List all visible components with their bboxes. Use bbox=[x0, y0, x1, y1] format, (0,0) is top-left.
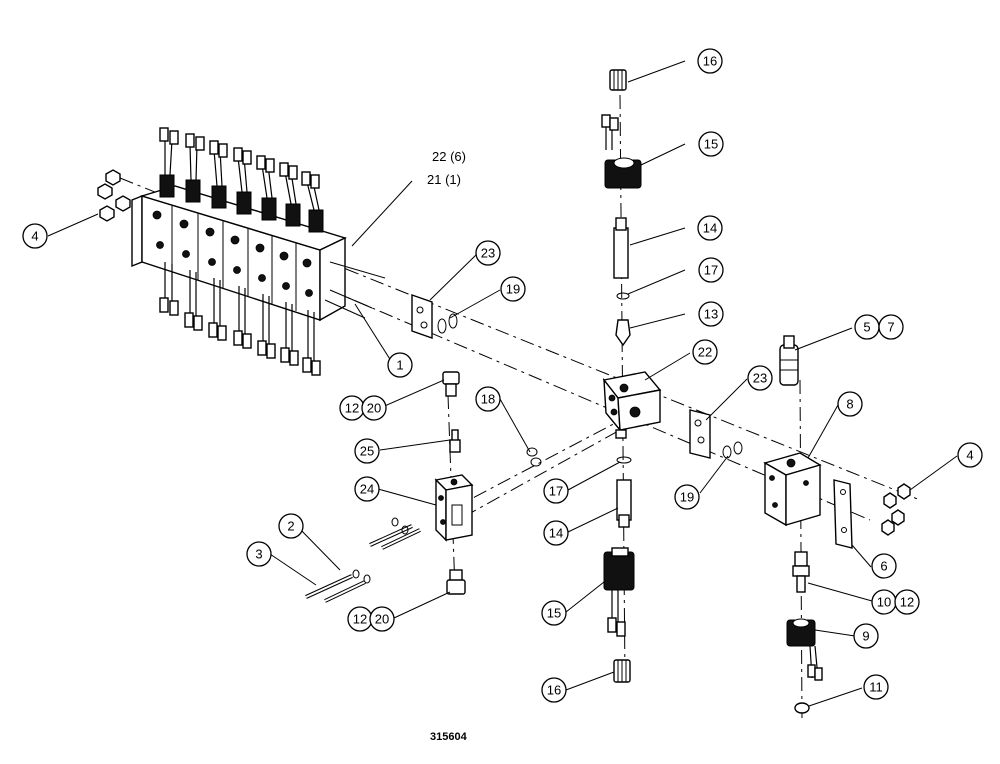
callout-20-bottom: 20 bbox=[369, 606, 395, 632]
svg-text:3: 3 bbox=[255, 547, 262, 562]
callouts: 4 22 (6) 21 (1) 1 23 19 16 15 14 17 13 2… bbox=[22, 48, 983, 703]
svg-text:18: 18 bbox=[481, 392, 495, 407]
nuts-right bbox=[881, 483, 911, 536]
o-rings-19-left bbox=[437, 313, 458, 334]
callout-19-right: 19 bbox=[674, 484, 700, 510]
cartridge-10-12 bbox=[792, 551, 810, 593]
svg-text:14: 14 bbox=[549, 526, 563, 541]
callout-4-right: 4 bbox=[957, 442, 983, 468]
gasket-plate-23-left bbox=[411, 294, 433, 339]
svg-text:23: 23 bbox=[753, 371, 767, 386]
svg-text:12: 12 bbox=[353, 612, 367, 627]
block-8 bbox=[763, 452, 822, 527]
svg-text:15: 15 bbox=[547, 606, 561, 621]
callout-12-right: 12 bbox=[894, 589, 920, 615]
valve-bank bbox=[131, 127, 386, 376]
callout-8: 8 bbox=[837, 391, 863, 417]
svg-text:20: 20 bbox=[375, 612, 389, 627]
svg-text:7: 7 bbox=[887, 320, 894, 335]
svg-text:17: 17 bbox=[704, 263, 718, 278]
o-rings-18 bbox=[526, 447, 542, 467]
svg-text:4: 4 bbox=[31, 229, 38, 244]
svg-text:12: 12 bbox=[345, 401, 359, 416]
callout-24: 24 bbox=[354, 476, 380, 502]
callout-12-bottom: 12 bbox=[347, 606, 373, 632]
svg-text:22 (6): 22 (6) bbox=[432, 149, 466, 164]
callout-19-left: 19 bbox=[500, 276, 526, 302]
callout-15-top: 15 bbox=[698, 131, 724, 157]
callout-17-top: 17 bbox=[698, 257, 724, 283]
callout-9: 9 bbox=[853, 623, 879, 649]
callout-25: 25 bbox=[354, 438, 380, 464]
callout-3: 3 bbox=[246, 541, 272, 567]
svg-text:1: 1 bbox=[396, 358, 403, 373]
callout-4: 4 bbox=[22, 223, 48, 249]
svg-text:14: 14 bbox=[703, 221, 717, 236]
callout-16-bottom: 16 bbox=[541, 677, 567, 703]
callout-6: 6 bbox=[871, 553, 897, 579]
drawing-number: 315604 bbox=[430, 731, 467, 743]
svg-text:16: 16 bbox=[703, 54, 717, 69]
block-24 bbox=[434, 474, 474, 542]
callout-14-bottom: 14 bbox=[543, 520, 569, 546]
callout-7: 7 bbox=[878, 314, 904, 340]
svg-text:5: 5 bbox=[863, 320, 870, 335]
svg-text:8: 8 bbox=[846, 397, 853, 412]
svg-text:12: 12 bbox=[900, 595, 914, 610]
svg-text:13: 13 bbox=[704, 307, 718, 322]
callout-22-qty: 22 (6) bbox=[432, 149, 466, 164]
center-block-22 bbox=[602, 371, 662, 439]
callout-14-top: 14 bbox=[697, 215, 723, 241]
svg-text:17: 17 bbox=[549, 484, 563, 499]
svg-text:9: 9 bbox=[862, 629, 869, 644]
callout-16-top: 16 bbox=[697, 48, 723, 74]
svg-text:6: 6 bbox=[880, 559, 887, 574]
gasket-plate-23-right bbox=[689, 409, 711, 459]
callout-23-left: 23 bbox=[475, 240, 501, 266]
svg-text:15: 15 bbox=[704, 137, 718, 152]
svg-text:11: 11 bbox=[869, 680, 883, 695]
svg-text:21 (1): 21 (1) bbox=[427, 172, 461, 187]
washers-2 bbox=[352, 517, 409, 584]
svg-text:16: 16 bbox=[547, 683, 561, 698]
callout-11: 11 bbox=[863, 674, 889, 700]
plug-12-20-bottom bbox=[446, 569, 466, 595]
svg-text:23: 23 bbox=[481, 246, 495, 261]
svg-text:22: 22 bbox=[698, 345, 712, 360]
nut-11 bbox=[794, 702, 810, 714]
callout-10: 10 bbox=[871, 589, 897, 615]
callout-2: 2 bbox=[278, 513, 304, 539]
callout-17-bottom: 17 bbox=[543, 478, 569, 504]
leader-lines bbox=[47, 60, 958, 707]
cartridge-5-7 bbox=[779, 335, 799, 386]
callout-12-top: 12 bbox=[339, 395, 365, 421]
plug-12-20-top bbox=[442, 371, 460, 397]
svg-text:10: 10 bbox=[877, 595, 891, 610]
vertical-stack-top bbox=[601, 69, 642, 347]
callout-15-bottom: 15 bbox=[541, 600, 567, 626]
svg-text:25: 25 bbox=[360, 444, 374, 459]
svg-text:4: 4 bbox=[966, 448, 973, 463]
callout-20-top: 20 bbox=[361, 395, 387, 421]
svg-text:24: 24 bbox=[360, 482, 374, 497]
callout-13: 13 bbox=[698, 301, 724, 327]
coil-9 bbox=[786, 618, 823, 681]
svg-text:2: 2 bbox=[287, 519, 294, 534]
callout-23-right: 23 bbox=[747, 365, 773, 391]
callout-5: 5 bbox=[854, 314, 880, 340]
cartridge-25 bbox=[449, 429, 461, 453]
nuts-left bbox=[97, 169, 131, 222]
callout-21-qty: 21 (1) bbox=[427, 172, 461, 187]
svg-text:19: 19 bbox=[506, 282, 520, 297]
callout-1: 1 bbox=[387, 352, 413, 378]
bracket-6 bbox=[833, 479, 853, 549]
svg-text:20: 20 bbox=[367, 401, 381, 416]
callout-18: 18 bbox=[475, 386, 501, 412]
svg-text:19: 19 bbox=[680, 490, 694, 505]
vertical-stack-bottom bbox=[603, 456, 635, 683]
o-rings-19-right bbox=[722, 441, 743, 459]
bolts-3 bbox=[305, 524, 421, 603]
callout-22: 22 bbox=[692, 339, 718, 365]
